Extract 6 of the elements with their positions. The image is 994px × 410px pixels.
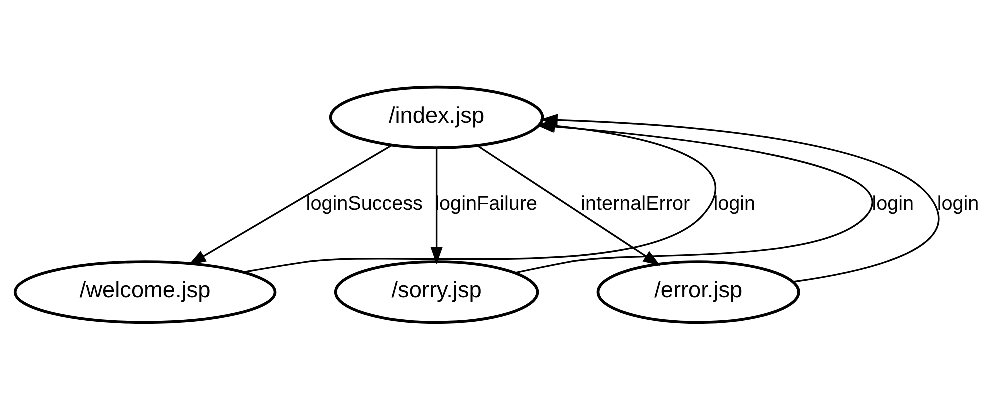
edge-label: loginFailure (435, 193, 538, 216)
edge-label: internalError (581, 193, 690, 216)
edge-label: login (872, 193, 914, 216)
edge-label: login (714, 193, 756, 216)
edge-label: loginSuccess (306, 193, 423, 216)
edge-label: login (937, 193, 980, 216)
